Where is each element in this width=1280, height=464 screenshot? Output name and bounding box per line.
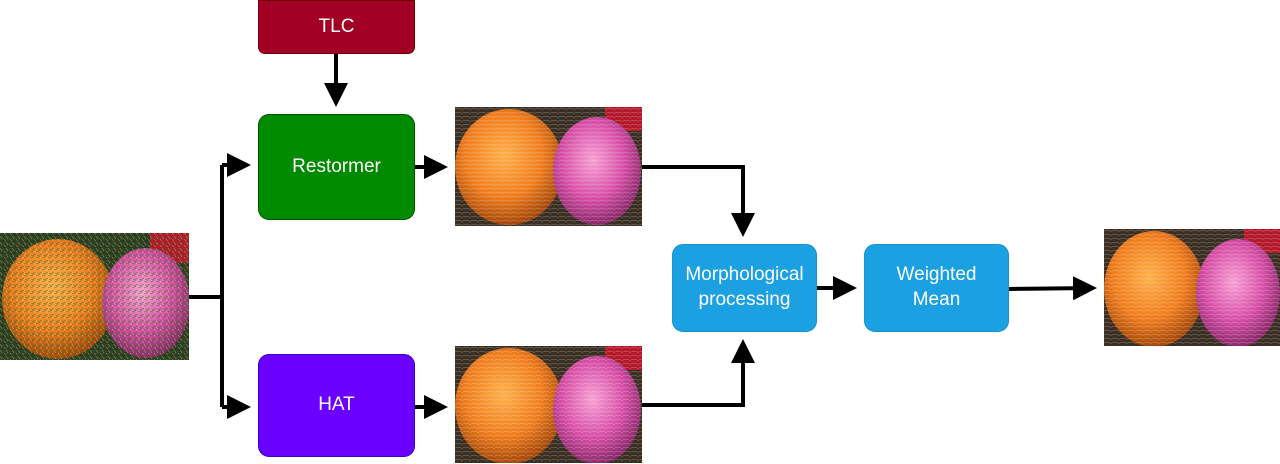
hat-node: HAT — [258, 354, 415, 457]
edge-wmean-output — [1008, 276, 1097, 301]
final-output-image — [1104, 229, 1280, 346]
tlc-label: TLC — [318, 15, 355, 37]
weighted-mean-label: Weighted Mean — [896, 264, 977, 310]
morphological-label: Morphological processing — [685, 264, 804, 310]
edge-hat-image-morph — [642, 339, 755, 407]
hat-output-image — [455, 346, 642, 463]
tlc-node: TLC — [258, 0, 415, 54]
restormer-node: Restormer — [258, 114, 415, 220]
edge-restormer-image-morph — [642, 165, 755, 237]
input-noisy-image — [0, 233, 189, 360]
morphological-processing-node: Morphological processing — [672, 244, 817, 332]
restormer-label: Restormer — [292, 155, 381, 177]
restormer-output-image — [455, 107, 642, 226]
hat-label: HAT — [318, 394, 355, 416]
weighted-mean-node: Weighted Mean — [864, 244, 1009, 332]
